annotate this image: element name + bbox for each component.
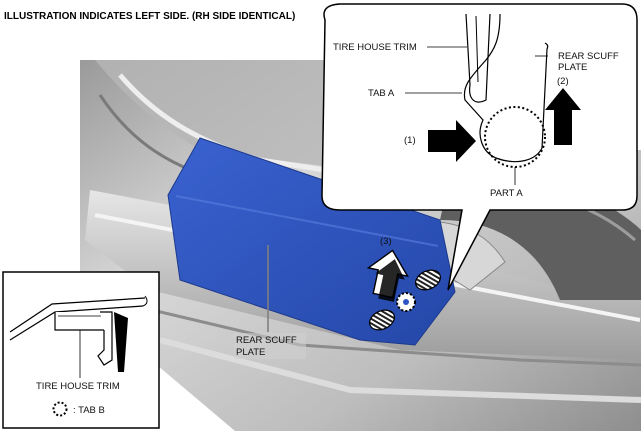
callout-label-tire-house-trim: TIRE HOUSE TRIM [333, 42, 417, 53]
label-step-3: (3) [380, 236, 392, 247]
callout-label-step-1: (1) [404, 135, 416, 146]
cross-section-inset [2, 271, 160, 429]
header-note: ILLUSTRATION INDICATES LEFT SIDE. (RH SI… [4, 11, 295, 22]
step-3-lift-arrow [366, 249, 409, 302]
callout-label-part-a: PART A [490, 188, 523, 199]
tab-b-legend-icon [52, 401, 68, 417]
tab-clip-upper [415, 269, 441, 291]
detail-callout [321, 3, 638, 291]
label-rear-scuff-plate-main-1: REAR SCUFF [236, 335, 297, 346]
part-a-circle [484, 106, 546, 168]
label-rear-scuff-plate-main-2: PLATE [236, 347, 265, 358]
step-2-up-arrow [545, 88, 581, 145]
inset-label-tire-house-trim: TIRE HOUSE TRIM [36, 381, 120, 392]
step-1-push-arrow [428, 120, 476, 162]
inset-label-tab-b: : TAB B [73, 405, 105, 416]
callout-label-rear-scuff-1: REAR SCUFF [558, 51, 619, 62]
tab-clip-lower [369, 309, 395, 331]
callout-label-rear-scuff-2: PLATE [558, 62, 587, 73]
callout-label-tab-a: TAB A [368, 88, 395, 99]
callout-label-step-2: (2) [557, 76, 569, 87]
